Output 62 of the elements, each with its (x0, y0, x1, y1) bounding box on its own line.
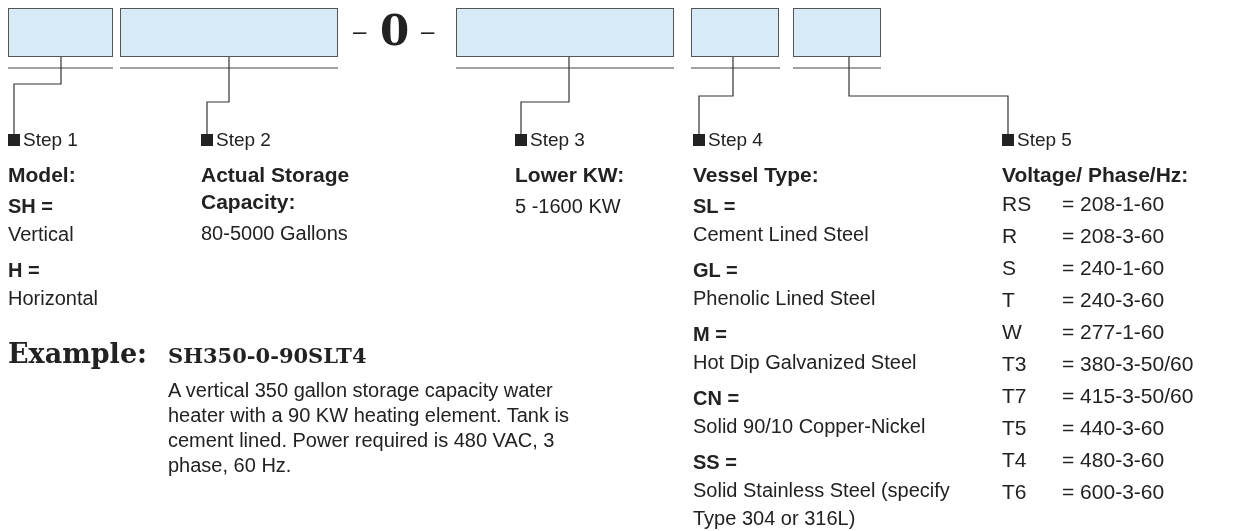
example-code: SH350-0-90SLT4 (168, 343, 367, 368)
voltage-code: T6 (1002, 479, 1028, 505)
voltage-value: = 380-3-50/60 (1062, 351, 1195, 377)
voltage-value: = 277-1-60 (1062, 319, 1166, 345)
step-number: Step 4 (708, 128, 763, 152)
dash-sign: – (353, 17, 367, 45)
voltage-value: = 208-3-60 (1062, 223, 1166, 249)
option-code: CN = (693, 386, 741, 411)
option-description: 5 -1600 KW (515, 194, 622, 219)
step-heading: Vessel Type: (693, 162, 820, 188)
voltage-value: = 240-1-60 (1062, 255, 1166, 281)
fixed-digit: 0 (380, 6, 410, 56)
code-field-box (691, 8, 779, 57)
option-code: SH = (8, 194, 55, 219)
option-description: Solid 90/10 Copper-Nickel (693, 414, 927, 439)
voltage-code: T5 (1002, 415, 1028, 441)
option-description: Vertical (8, 222, 75, 247)
step-heading: Model: (8, 162, 77, 188)
voltage-value: = 480-3-60 (1062, 447, 1166, 473)
example-description: A vertical 350 gallon storage capacity water heater with a 90 KW heating element. Tank is cement lined. Power required is 480 VAC, 3 phase, 60 Hz. (168, 378, 570, 478)
code-field-box (120, 8, 338, 57)
option-description: Cement Lined Steel (693, 222, 870, 247)
option-description: Phenolic Lined Steel (693, 286, 877, 311)
dash-sign: – (421, 17, 435, 45)
step-number: Step 3 (530, 128, 585, 152)
voltage-code: T3 (1002, 351, 1028, 377)
leader-line (520, 56, 570, 135)
voltage-code: T4 (1002, 447, 1028, 473)
step-number: Step 5 (1017, 128, 1072, 152)
voltage-value: = 415-3-50/60 (1062, 383, 1195, 409)
option-code: SL = (693, 194, 737, 219)
step-number: Step 2 (216, 128, 271, 152)
step-heading: Voltage/ Phase/Hz: (1002, 162, 1190, 188)
voltage-code: S (1002, 255, 1017, 281)
option-code: H = (8, 258, 41, 283)
step-heading: Lower KW: (515, 162, 626, 188)
option-description: Hot Dip Galvanized Steel (693, 350, 918, 375)
code-field-box (8, 8, 113, 57)
example-heading: Example: (8, 338, 148, 369)
code-field-box (456, 8, 674, 57)
option-code: SS = (693, 450, 738, 475)
code-field-box (793, 8, 881, 57)
voltage-code: RS (1002, 191, 1033, 217)
step-number: Step 1 (23, 128, 78, 152)
option-description: Horizontal (8, 286, 100, 311)
option-code: GL = (693, 258, 739, 283)
voltage-code: T (1002, 287, 1016, 313)
step-heading: Actual Storage Capacity: (201, 162, 351, 215)
voltage-value: = 600-3-60 (1062, 479, 1166, 505)
voltage-code: R (1002, 223, 1019, 249)
leader-line (848, 56, 1009, 135)
voltage-code: W (1002, 319, 1023, 345)
leader-line (13, 56, 62, 135)
voltage-value: = 440-3-60 (1062, 415, 1166, 441)
leader-line (698, 56, 734, 135)
option-description: Solid Stainless Steel (specify Type 304 or 316L) (693, 478, 951, 531)
option-description: 80-5000 Gallons (201, 221, 349, 246)
leader-line (206, 56, 230, 135)
option-code: M = (693, 322, 728, 347)
voltage-value: = 208-1-60 (1062, 191, 1166, 217)
voltage-value: = 240-3-60 (1062, 287, 1166, 313)
voltage-code: T7 (1002, 383, 1028, 409)
